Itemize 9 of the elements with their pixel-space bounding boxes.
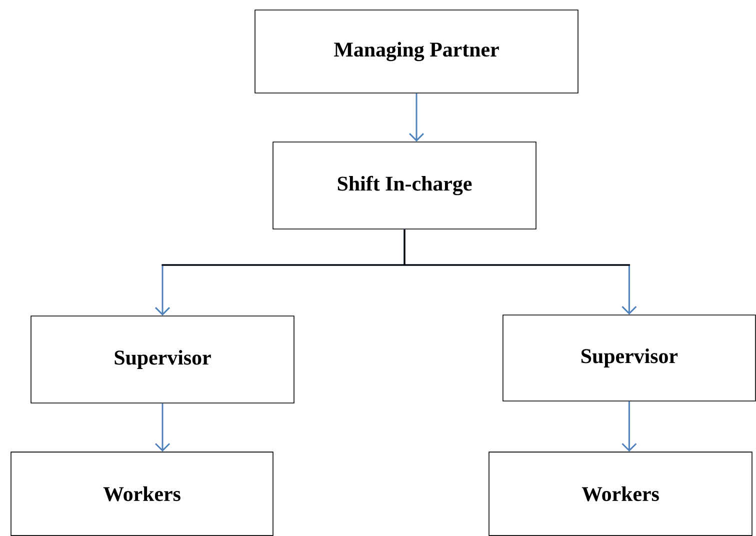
org-box: Supervisor: [30, 316, 294, 404]
org-box: Workers: [10, 452, 274, 536]
org-box: Supervisor: [502, 314, 756, 402]
org-box: Shift In-charge: [272, 142, 536, 230]
arrow: [409, 93, 424, 142]
org-box: Workers: [488, 452, 752, 536]
org-box: Managing Partner: [254, 10, 578, 94]
arrow: [622, 401, 637, 452]
arrow: [155, 403, 170, 452]
